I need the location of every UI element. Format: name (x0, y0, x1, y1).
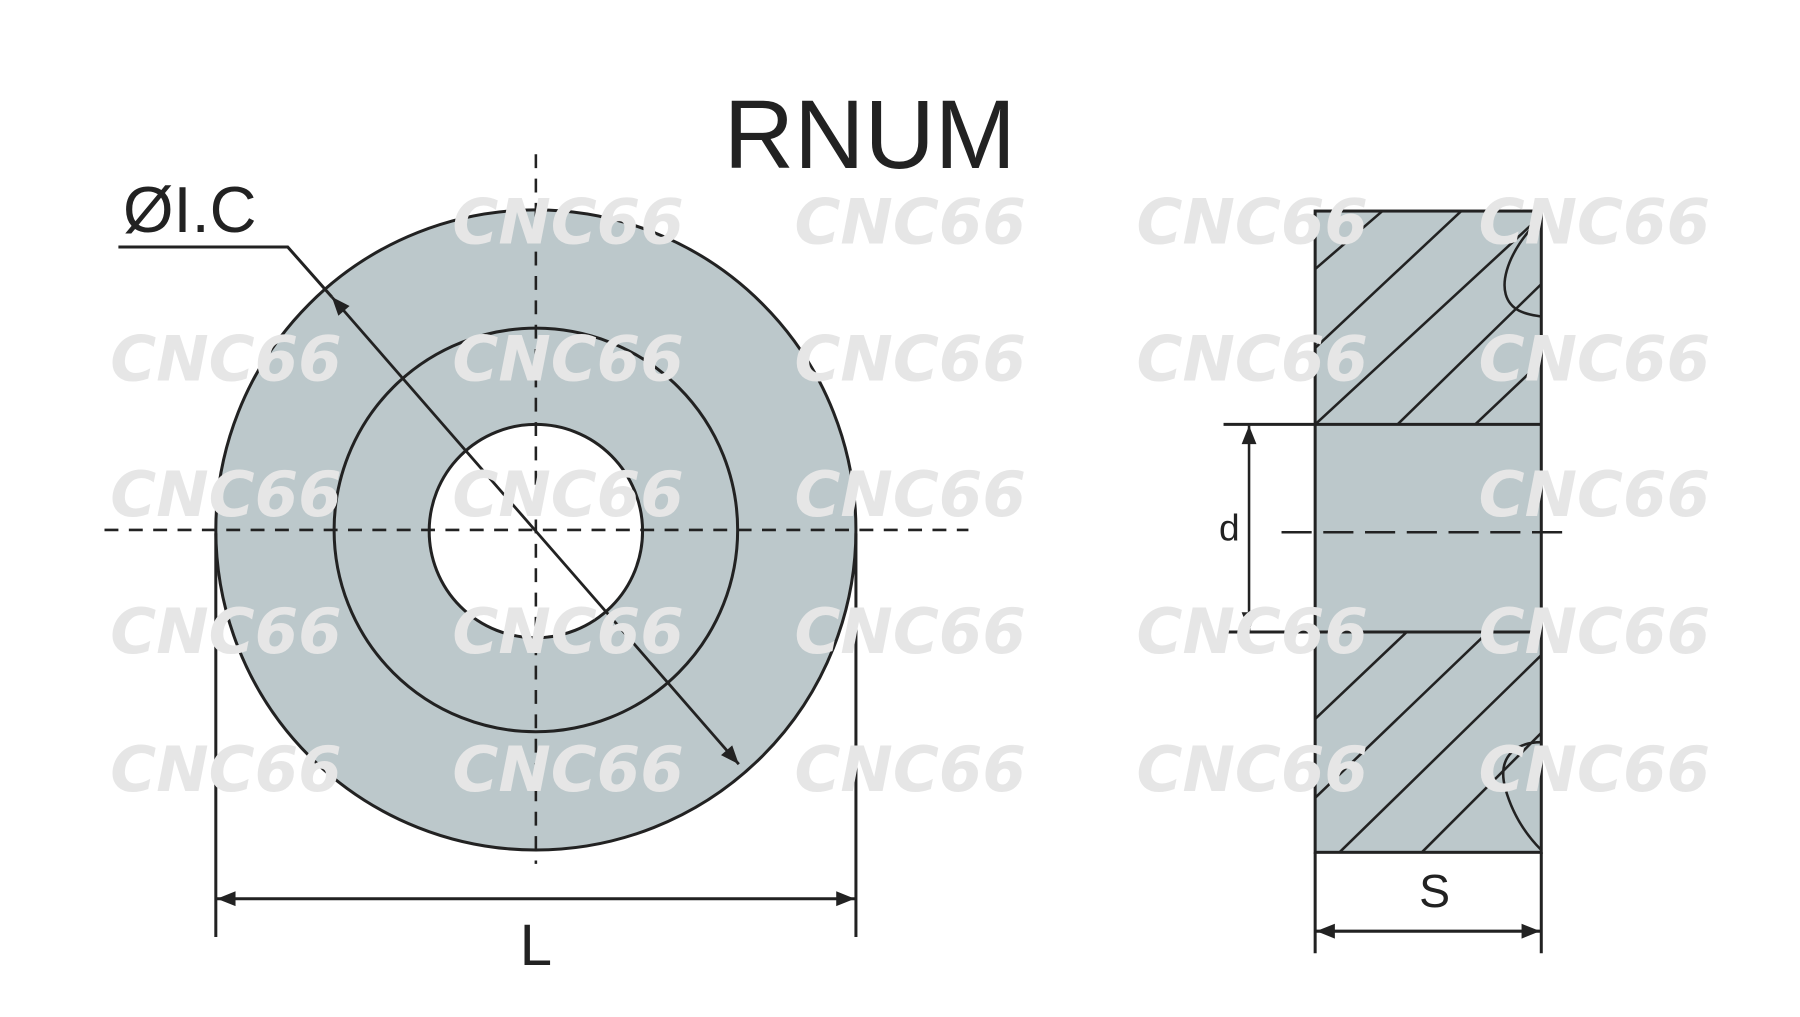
l-label: L (520, 914, 552, 978)
hatching (1314, 210, 1543, 854)
ic-label: ØI.C (123, 173, 256, 246)
ic-dimension-line (330, 295, 740, 766)
side-view: d S (1219, 209, 1566, 954)
watermark-text: CNC66 (794, 322, 1025, 395)
watermark-text: CNC66 (794, 733, 1025, 806)
front-view: ØI.C L (104, 154, 969, 978)
d-label: d (1219, 506, 1240, 548)
ic-leader-line (118, 245, 333, 298)
drawing-title: RNUM (724, 80, 1016, 189)
s-label: S (1419, 865, 1450, 917)
watermark-text: CNC66 (794, 186, 1025, 259)
